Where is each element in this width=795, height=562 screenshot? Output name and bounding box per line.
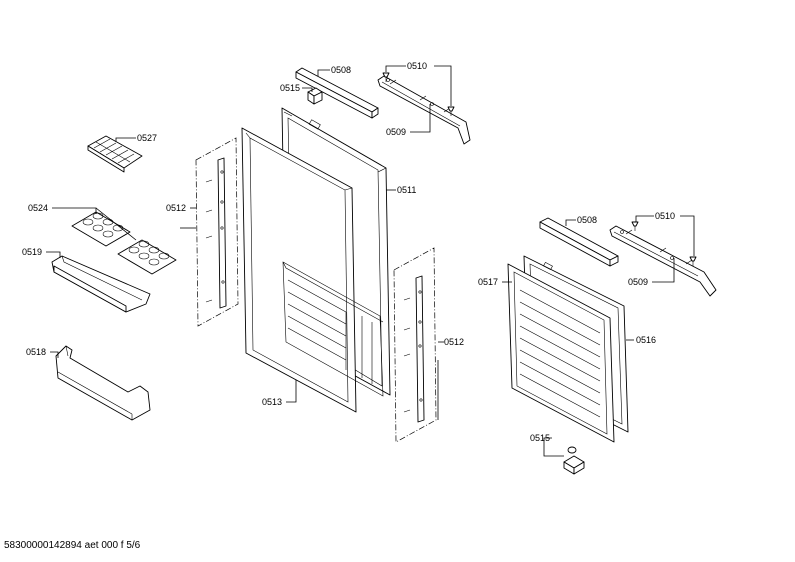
door-shelf-0518 [55,345,151,421]
callout-0509-lower: 0509 [628,277,648,287]
callout-0512-right: 0512 [444,337,464,347]
callout-0510-upper: 0510 [407,61,427,71]
callout-0516: 0516 [636,335,656,345]
callout-0511: 0511 [397,185,416,195]
callout-0512-left: 0512 [166,203,186,213]
egg-tray-0524 [71,211,177,275]
callout-labels: 0508 0510 0515 0509 0527 0511 0524 0512 … [22,61,675,443]
door-0513 [241,127,384,413]
hinge-strip-0512-left [195,137,239,327]
callout-0524: 0524 [28,203,48,213]
hinge-bracket-0509-upper [377,75,471,145]
hinge-strip-0512-right [393,247,437,443]
hinge-part-0515-lower [563,446,585,475]
callout-0518: 0518 [26,347,46,357]
hinge-cover-0508-upper [295,67,379,119]
hinge-part-0515-upper [307,87,323,105]
document-footer: 58300000142894 aet 000 f 5/6 [4,540,141,551]
callout-0508-upper: 0508 [331,65,351,75]
callout-0527: 0527 [137,133,157,143]
callout-0515-lower: 0515 [530,433,550,443]
callout-0519: 0519 [22,247,42,257]
callout-0510-lower: 0510 [655,211,675,221]
callout-0517: 0517 [478,277,498,287]
freezer-door-0517 [507,263,615,443]
ice-tray-0527 [87,135,143,173]
callout-0508-lower: 0508 [577,215,597,225]
callout-0513: 0513 [262,397,282,407]
leader-lines [46,65,695,457]
hinge-bracket-0509-lower [609,225,717,297]
callout-0509-upper: 0509 [386,127,406,137]
door-shelf-0519 [51,255,151,313]
callout-0515-upper: 0515 [280,83,300,93]
hinge-cover-0508-lower [539,217,619,267]
screws-0510-upper [382,72,455,116]
